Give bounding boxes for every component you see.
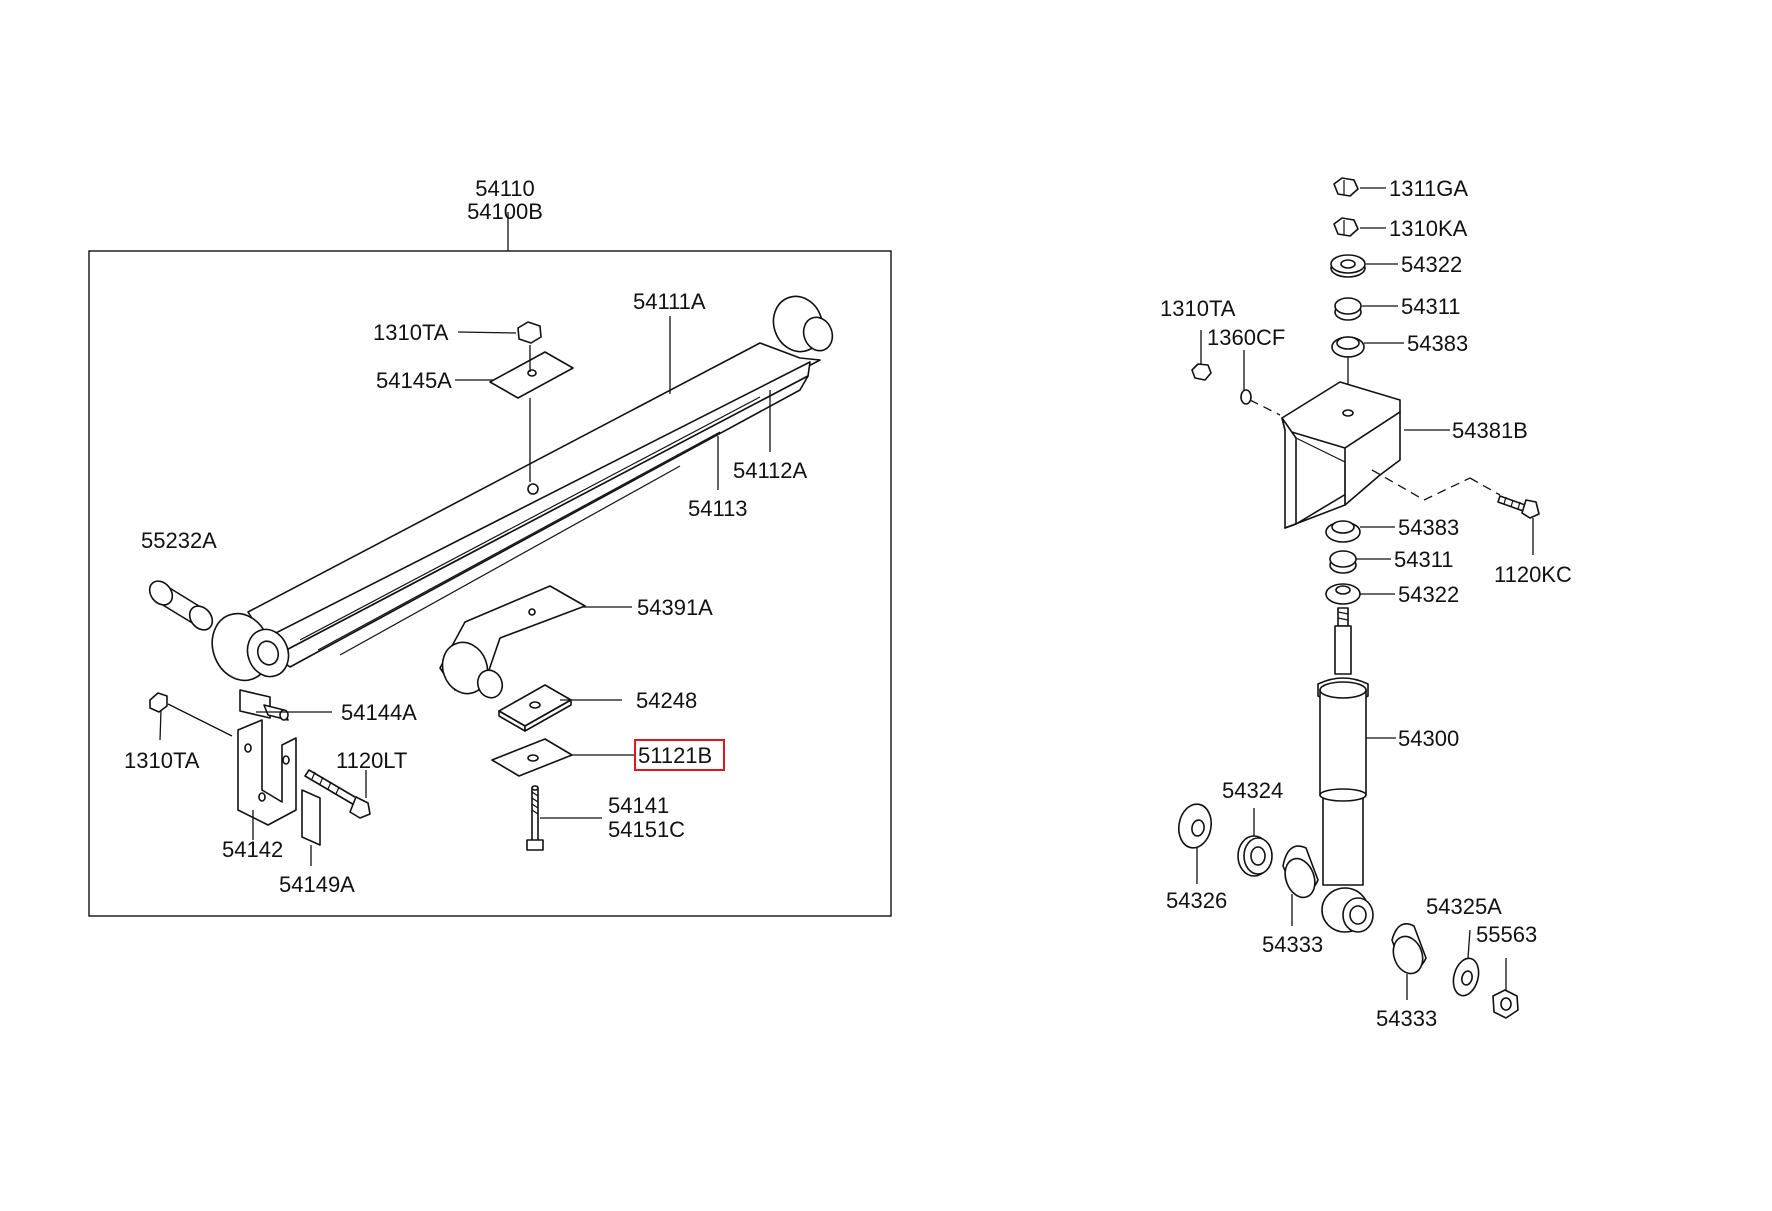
- bolt-1120kc-drawing: [1497, 495, 1540, 519]
- part-label-54300[interactable]: 54300: [1398, 726, 1459, 751]
- highlight-box-51121b: [634, 739, 725, 771]
- part-label-54151c[interactable]: 54151C: [608, 817, 685, 842]
- shock-lower-hardware-drawing: [1177, 803, 1519, 1019]
- spring-top-bolt-drawing: [489, 321, 574, 482]
- part-label-1310ta-top[interactable]: 1310TA: [373, 320, 449, 345]
- leaf-spring-assembly-frame: [88, 250, 892, 917]
- part-label-54112a[interactable]: 54112A: [733, 458, 808, 483]
- part-label-1311ga[interactable]: 1311GA: [1389, 176, 1468, 201]
- bushing-55232a-drawing: [148, 580, 214, 631]
- part-label-54324[interactable]: 54324: [1222, 778, 1283, 803]
- part-label-54100b[interactable]: 54100B: [467, 199, 543, 224]
- part-label-54111a[interactable]: 54111A: [633, 289, 706, 314]
- shock-lower-bushing-stack-drawing: [1325, 520, 1361, 605]
- part-label-54144a[interactable]: 54144A: [341, 700, 417, 725]
- part-label-1310ka[interactable]: 1310KA: [1389, 216, 1468, 241]
- part-label-54113[interactable]: 54113: [688, 496, 748, 521]
- part-label-54142[interactable]: 54142: [222, 837, 283, 862]
- part-label-1360cf[interactable]: 1360CF: [1207, 325, 1285, 350]
- plate-51121b-drawing: [491, 738, 573, 777]
- pad-54248-drawing: [498, 684, 572, 732]
- part-label-54322-top[interactable]: 54322: [1401, 252, 1462, 277]
- leaf-spring-drawing: [211, 295, 834, 682]
- bracket-54381b-drawing: [1281, 381, 1501, 529]
- shock-mount-hardware-drawing: [1191, 177, 1366, 416]
- part-label-54141[interactable]: 54141: [608, 793, 669, 818]
- part-label-55232a[interactable]: 55232A: [141, 528, 217, 553]
- spring-seat-drawing: [439, 585, 586, 699]
- part-label-54333-b[interactable]: 54333: [1376, 1006, 1437, 1031]
- part-label-54326[interactable]: 54326: [1166, 888, 1227, 913]
- part-label-1120lt[interactable]: 1120LT: [336, 748, 407, 773]
- part-label-55563[interactable]: 55563: [1476, 922, 1537, 947]
- part-label-1310ta-left[interactable]: 1310TA: [124, 748, 200, 773]
- part-label-54381b[interactable]: 54381B: [1452, 418, 1528, 443]
- part-label-54325a[interactable]: 54325A: [1426, 894, 1502, 919]
- part-label-1120kc[interactable]: 1120KC: [1494, 562, 1572, 587]
- part-label-54322-bot[interactable]: 54322: [1398, 582, 1459, 607]
- part-label-51121b[interactable]: 51121B: [638, 743, 712, 768]
- part-label-54391a[interactable]: 54391A: [637, 595, 713, 620]
- part-label-54311-bot[interactable]: 54311: [1394, 547, 1454, 572]
- bolt-54141-drawing: [526, 785, 544, 851]
- part-label-1310ta-right[interactable]: 1310TA: [1160, 296, 1236, 321]
- part-label-54383-bot[interactable]: 54383: [1398, 515, 1459, 540]
- part-label-54149a[interactable]: 54149A: [279, 872, 355, 897]
- part-label-54383-top[interactable]: 54383: [1407, 331, 1468, 356]
- part-label-54110[interactable]: 54110: [475, 176, 535, 201]
- shock-absorber-54300-drawing: [1317, 607, 1374, 933]
- part-label-54333-a[interactable]: 54333: [1262, 932, 1323, 957]
- part-label-54145a[interactable]: 54145A: [376, 368, 452, 393]
- part-label-54311-top[interactable]: 54311: [1401, 294, 1461, 319]
- part-label-54248[interactable]: 54248: [636, 688, 697, 713]
